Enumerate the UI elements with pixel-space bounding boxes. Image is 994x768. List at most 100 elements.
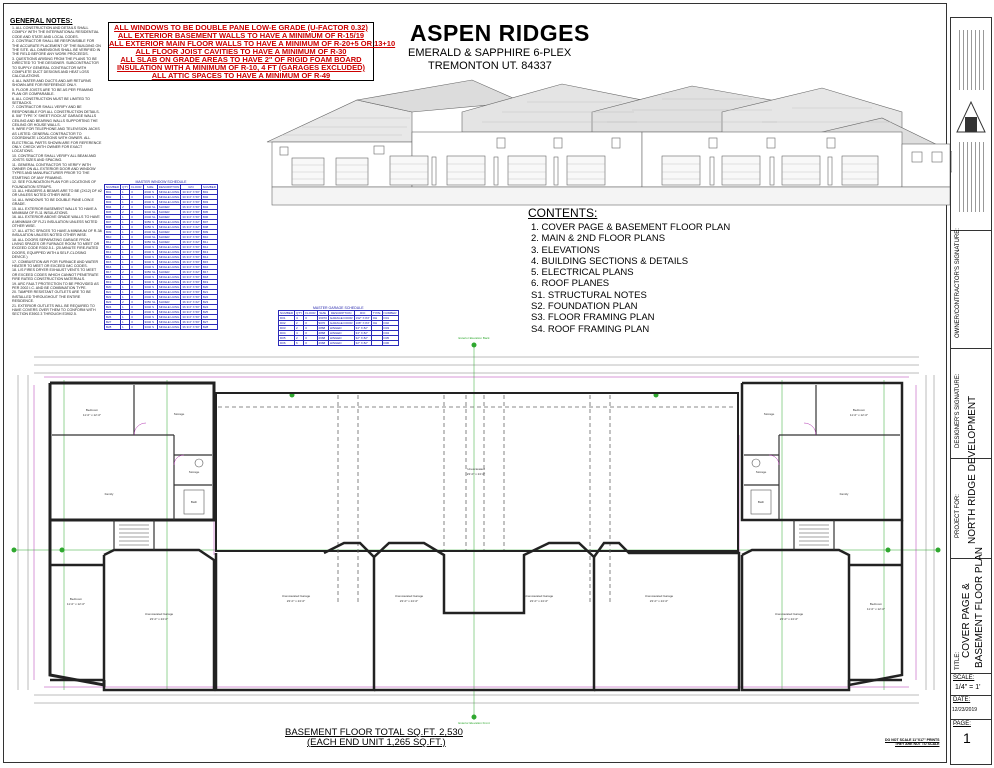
room-garage-1: Unexcavated Garage	[145, 612, 174, 616]
energy-requirement-line: ALL EXTERIOR BASEMENT WALLS TO HAVE A MI…	[117, 31, 365, 40]
project-location: TREMONTON UT. 84337	[428, 60, 552, 72]
designer-stamp-area	[953, 22, 989, 222]
schedule-cell: SINGLE HUNG	[156, 294, 182, 300]
schedule-cell: 36 3/4" X 50"	[180, 204, 202, 210]
general-note-item: 19. ARC FAULT PROTECTION TO BE PROVIDED …	[12, 281, 99, 290]
contents-item: 5. ELECTRICAL PLANS	[531, 267, 634, 279]
room-bedroom-2: Bedroom	[70, 597, 83, 601]
schedule-cell: 36 3/4" X 50"	[180, 254, 202, 260]
schedule-cell: SINGLE HUNG	[156, 254, 182, 260]
room-bedroom-3: Bedroom	[853, 408, 866, 412]
schedule-header-cell: NUMBER	[381, 310, 399, 316]
schedule-cell: GARAGE DOOR	[327, 315, 355, 321]
general-note-item: 4. ALL WATER AND DUCTS AND AIR RETURNS S…	[12, 78, 91, 88]
general-note-item: 1. ALL CONSTRUCTION AND DETAILS SHALL CO…	[12, 26, 99, 39]
schedule-header-cell: FLOOR	[129, 184, 144, 190]
room-garage-2: Unexcavated Garage	[282, 594, 311, 598]
sheet-title-line-2: BASEMENT FLOOR PLAN	[974, 547, 985, 668]
schedule-cell: 30 3/4" X 50"	[180, 249, 202, 255]
schedule-cell: 2640 SL	[142, 234, 158, 240]
schedule-cell: 30 3/4" X 50"	[180, 309, 202, 315]
contents-item: 4. BUILDING SECTIONS & DETAILS	[531, 255, 689, 267]
schedule-cell: 30 3/4" X 50"	[180, 199, 202, 205]
room-garage-3-size: 23'-0" x 24'-0"	[400, 599, 418, 603]
schedule-cell: 30 3/4" X 50"	[180, 314, 202, 320]
room-bath-1: Bath	[191, 500, 198, 504]
energy-requirement-line: ALL WINDOWS TO BE DOUBLE PANE LOW-E GRAD…	[114, 23, 368, 32]
general-note-item: 8. 5/8" TYPE 'X' SHEET ROCK AT GARAGE WA…	[12, 114, 98, 127]
basement-area-total: BASEMENT FLOOR TOTAL SQ.FT. 2,530	[285, 727, 463, 738]
schedule-cell: SINGLE HUNG	[156, 309, 182, 315]
schedule-cell: B28	[103, 324, 122, 330]
basement-floor-plan: Bedroom 11'-0" x 12'-0" Storage Family S…	[11, 336, 941, 725]
schedule-cell: SINGLE HUNG	[156, 194, 182, 200]
schedule-cell: GARAGE DOOR	[327, 320, 355, 326]
room-bedroom-4-size: 11'-0" x 12'-0"	[867, 607, 885, 611]
schedule-cell: SINGLE HUNG	[156, 324, 182, 330]
designer-signature-label: DESIGNER'S SIGNATURE:	[955, 373, 961, 448]
sheet-title-line-1: COVER PAGE &	[961, 583, 972, 658]
room-garage-2-size: 23'-0" x 24'-0"	[287, 599, 305, 603]
energy-requirement-line: ALL SLAB ON GRADE AREAS TO HAVE 2" OF RI…	[120, 55, 362, 64]
print-scale-note: DO NOT SCALE 11"X17" PRINTS THEY ARE NOT…	[885, 738, 939, 746]
contents-item: 6. ROOF PLANES	[531, 278, 610, 290]
schedule-cell: 0	[129, 324, 144, 330]
energy-requirement-line: INSULATION WITH A MINIMUM OF R-10, 4 FT …	[116, 63, 366, 72]
general-note-item: 15. ALL EXTERIOR BASEMENT WALLS TO HAVE …	[12, 206, 97, 216]
schedule-cell: 36 3/4" X 62"	[180, 269, 202, 275]
contents-item: S4. ROOF FRAMING PLAN	[531, 323, 650, 335]
print-scale-note-line-1: DO NOT SCALE 11"X17" PRINTS	[885, 738, 940, 742]
basement-area-each-unit: (EACH END UNIT 1,265 SQ.FT.)	[307, 737, 446, 748]
room-garage-1-size: 23'-0" x 24'-0"	[150, 617, 168, 621]
room-garage-5-size: 23'-0" x 24'-0"	[650, 599, 668, 603]
general-notes-list: 1. ALL CONSTRUCTION AND DETAILS SHALL CO…	[12, 26, 102, 317]
schedule-cell: 30 3/4" X 50"	[180, 194, 202, 200]
schedule-header-cell: FLOOR	[303, 310, 318, 316]
room-garage-6-size: 23'-0" x 24'-0"	[780, 617, 798, 621]
schedule-cell: 30 3/4" X 50"	[180, 274, 202, 280]
schedule-cell: SINGLE HUNG	[156, 219, 182, 225]
page-label: PAGE:	[953, 721, 971, 727]
owner-signature-label: OWNER/CONTRACTOR'S SIGNATURE:	[955, 228, 961, 338]
window-schedule-title: MASTER WINDOW SCHEDULE	[135, 180, 187, 184]
schedule-cell: B28	[200, 324, 218, 330]
general-note-item: 7. CONTRACTOR SHALL VERIFY AND BE RESPON…	[12, 105, 100, 114]
date-value: 12/23/2019	[952, 707, 978, 713]
schedule-cell: 3050 SL	[142, 299, 158, 305]
room-bedroom-2-size: 11'-0" x 12'-0"	[67, 602, 85, 606]
schedule-header-cell: DESCRIPTION	[156, 184, 182, 190]
room-bath-2: Bath	[758, 500, 765, 504]
general-note-item: 21. EXTERIOR OUTLETS WILL BE REQUIRED TO…	[12, 303, 96, 317]
schedule-cell: SINGLE HUNG	[156, 199, 182, 205]
general-note-item: 11. GENERAL CONTRACTOR TO VERIFY WITH OW…	[12, 162, 96, 180]
contents-item: 1. COVER PAGE & BASEMENT FLOOR PLAN	[531, 222, 731, 233]
general-note-item: 12. SEE FOUNDATION PLAN FOR LOCATIONS OF…	[12, 180, 97, 189]
general-note-item: 17. ALL ATTIC SPACES TO HAVE A MINIMUM O…	[12, 228, 102, 238]
schedule-cell: 30 3/4" X 50"	[180, 264, 202, 270]
schedule-cell: 36 3/4" X 62"	[180, 224, 202, 230]
door-schedule-title: MASTER GARAGE SCHEDULE	[312, 306, 364, 310]
room-unexcavated-size: 23'-0" x 24'-0"	[467, 472, 485, 476]
contents-title: CONTENTS:	[528, 206, 598, 220]
general-note-item: 10. CONTRACTOR SHALL VERIFY ALL BEAM AND…	[12, 153, 97, 163]
schedule-cell: 1	[120, 324, 131, 330]
room-unexcavated: Unexcavated	[467, 467, 485, 471]
room-family-2: Family	[840, 492, 849, 496]
general-note-item: 2. CONTRACTOR SHALL BE RESPONSIBLE FOR T…	[12, 39, 101, 57]
project-for-label: PROJECT FOR:	[955, 494, 961, 538]
room-storage-1: Storage	[174, 412, 185, 416]
project-name: NORTH RIDGE DEVELOPMENT	[967, 395, 978, 544]
schedule-cell: 36 3/4" X 62"	[180, 239, 202, 245]
schedule-cell: SINGLE HUNG	[156, 259, 182, 265]
room-bedroom-1: Bedroom	[86, 408, 99, 412]
